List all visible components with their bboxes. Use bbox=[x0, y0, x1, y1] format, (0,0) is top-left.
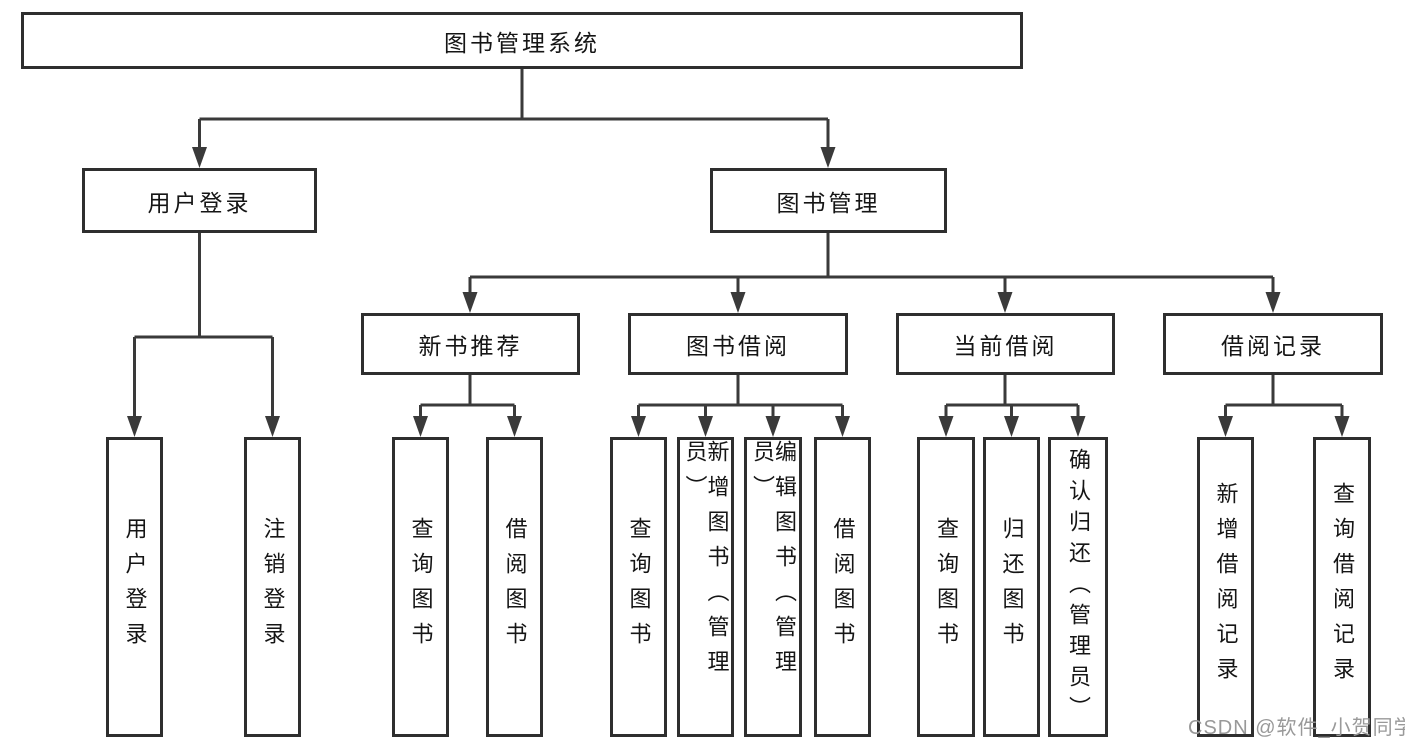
leaf-record-query-borrow-record: 查询借阅记录 bbox=[1313, 437, 1371, 737]
leaf-logout: 注销登录 bbox=[244, 437, 301, 737]
leaf-current-confirm-return-admin: 确认归还（管理员） bbox=[1048, 437, 1108, 737]
node-book-management: 图书管理 bbox=[710, 168, 947, 233]
leaf-user-login: 用户登录 bbox=[106, 437, 163, 737]
leaf-newbook-query-books: 查询图书 bbox=[392, 437, 449, 737]
arrowheads bbox=[127, 147, 1350, 437]
node-book-borrow: 图书借阅 bbox=[628, 313, 848, 375]
leaf-borrow-borrow-books: 借阅图书 bbox=[814, 437, 871, 737]
node-root-library-system: 图书管理系统 bbox=[21, 12, 1023, 69]
node-borrow-record: 借阅记录 bbox=[1163, 313, 1383, 375]
node-user-login: 用户登录 bbox=[82, 168, 317, 233]
leaf-borrow-edit-books-admin: 编辑图书（管理员） bbox=[744, 437, 802, 737]
leaf-newbook-borrow-books: 借阅图书 bbox=[486, 437, 543, 737]
leaf-current-return-books: 归还图书 bbox=[983, 437, 1040, 737]
leaf-borrow-query-books: 查询图书 bbox=[610, 437, 667, 737]
leaf-record-add-borrow-record: 新增借阅记录 bbox=[1197, 437, 1254, 737]
leaf-borrow-add-books-admin: 新增图书（管理员） bbox=[677, 437, 734, 737]
leaf-current-query-books: 查询图书 bbox=[917, 437, 975, 737]
node-current-borrow: 当前借阅 bbox=[896, 313, 1115, 375]
node-new-book-recommend: 新书推荐 bbox=[361, 313, 580, 375]
csdn-watermark: CSDN @软件_小贺同学 bbox=[1188, 717, 1405, 739]
